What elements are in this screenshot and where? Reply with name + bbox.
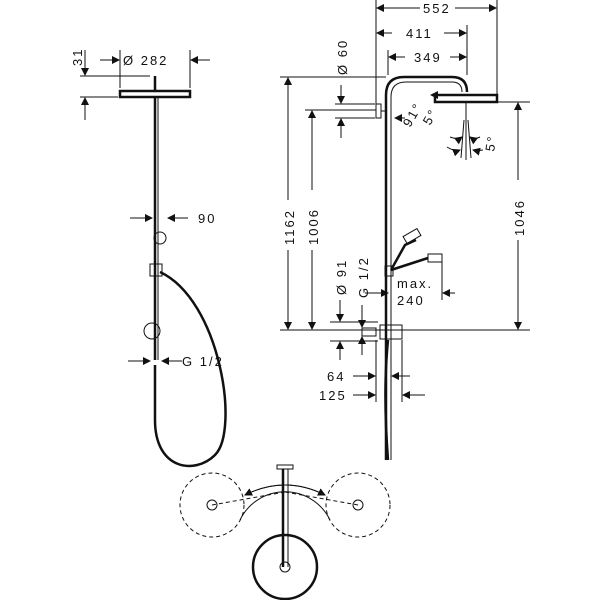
overhead-shower-top (251, 533, 319, 600)
dim-spray-angle: 5° (482, 134, 500, 153)
dim-total-height: 1162 (282, 209, 297, 245)
wall-connector (143, 322, 161, 340)
hose-side (384, 339, 390, 461)
front-view: 31 Ø 282 90 G 1/2 (70, 48, 227, 468)
dim-arm-outer: 411 (406, 26, 433, 41)
dim-max-label: max. (397, 276, 433, 291)
dim-wall-bracket: Ø 60 (335, 39, 350, 75)
hand-shower (153, 231, 167, 245)
shower-hose (153, 270, 227, 468)
dim-connection-right: G 1/2 (356, 256, 371, 298)
dim-head-diameter: Ø 282 (123, 53, 168, 68)
dim-tilt-angle: 5° (420, 106, 441, 128)
swivel-right-position (325, 472, 391, 538)
wall-bracket (375, 103, 382, 119)
dim-bracket-height: 1006 (306, 208, 321, 245)
dim-head-height-right: 1046 (512, 199, 527, 236)
dim-arm-inner: 349 (414, 50, 442, 65)
slider (149, 263, 163, 277)
dim-projection-outer: 125 (319, 388, 347, 403)
dim-connection-left: G 1/2 (182, 354, 224, 369)
slider-side (384, 265, 394, 277)
top-view-rotation (179, 464, 391, 600)
dim-projection-inner: 64 (327, 369, 345, 384)
dim-head-height: 31 (70, 48, 85, 66)
dim-total-width: 552 (423, 1, 451, 16)
hand-shower-side (389, 238, 417, 271)
overhead-shower-front (118, 89, 192, 99)
dim-rosette: Ø 91 (334, 259, 349, 295)
dim-hand-shower: 90 (198, 211, 216, 226)
shower-arm (384, 75, 469, 460)
mixer-connection (379, 324, 403, 340)
overhead-shower-side (433, 93, 499, 104)
side-view: 552 411 349 1162 1006 1046 Ø 60 91° 5° (280, 0, 530, 461)
swivel-left-position (179, 472, 245, 538)
dim-rotation-angle: 91° (400, 100, 426, 130)
dim-max-value: 240 (397, 293, 425, 308)
